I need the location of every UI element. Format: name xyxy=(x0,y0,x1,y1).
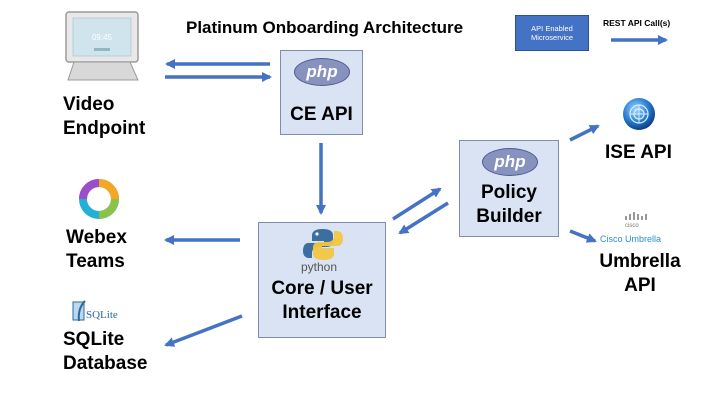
policy-builder-label: Policy Builder xyxy=(476,182,542,227)
umbrella-api-label: Umbrella API xyxy=(599,251,681,296)
arrow-policy-to-ise xyxy=(569,124,600,142)
webex-teams-icon xyxy=(79,179,119,219)
diagram-title: Platinum Onboarding Architecture xyxy=(186,18,464,37)
legend-microservice-label: API Enabled Microservice xyxy=(530,23,574,42)
legend-rest-label: REST API Call(s) xyxy=(603,18,671,28)
php-logo-icon: php xyxy=(294,58,350,86)
webex-teams-label: Webex Teams xyxy=(66,227,127,272)
ise-api-icon xyxy=(623,98,655,130)
arrow-policy-to-umbrella xyxy=(569,229,597,243)
video-endpoint-screen-text: 09:45 xyxy=(92,33,113,42)
video-endpoint-icon: 09:45 xyxy=(65,11,139,81)
arrow-policy-to-core xyxy=(398,201,449,235)
core-ui-label: Core / User Interface xyxy=(271,278,373,323)
cisco-umbrella-logo-text: Cisco Umbrella xyxy=(600,234,662,244)
arrow-core-to-sqlite xyxy=(164,314,243,347)
python-logo-icon xyxy=(303,229,343,260)
ce-api-label: CE API xyxy=(290,104,353,125)
cisco-logo-icon xyxy=(625,212,647,220)
ise-api-label: ISE API xyxy=(605,142,672,163)
arrow-core-to-policy xyxy=(392,187,442,221)
video-endpoint-label: Video Endpoint xyxy=(63,94,146,139)
policy-builder-box: php Policy Builder xyxy=(459,140,559,237)
python-logo-text: python xyxy=(301,260,338,274)
cisco-brand-text: cisco xyxy=(625,223,639,229)
sqlite-logo-text: SQLite xyxy=(86,309,118,321)
sqlite-logo-icon xyxy=(72,300,86,322)
legend-microservice-box: API Enabled Microservice xyxy=(515,15,589,51)
core-ui-box: python Core / User Interface xyxy=(258,222,386,338)
ce-api-box: php CE API xyxy=(280,50,363,135)
php-logo-icon: php xyxy=(482,148,538,176)
sqlite-database-label: SQLite Database xyxy=(63,329,148,374)
